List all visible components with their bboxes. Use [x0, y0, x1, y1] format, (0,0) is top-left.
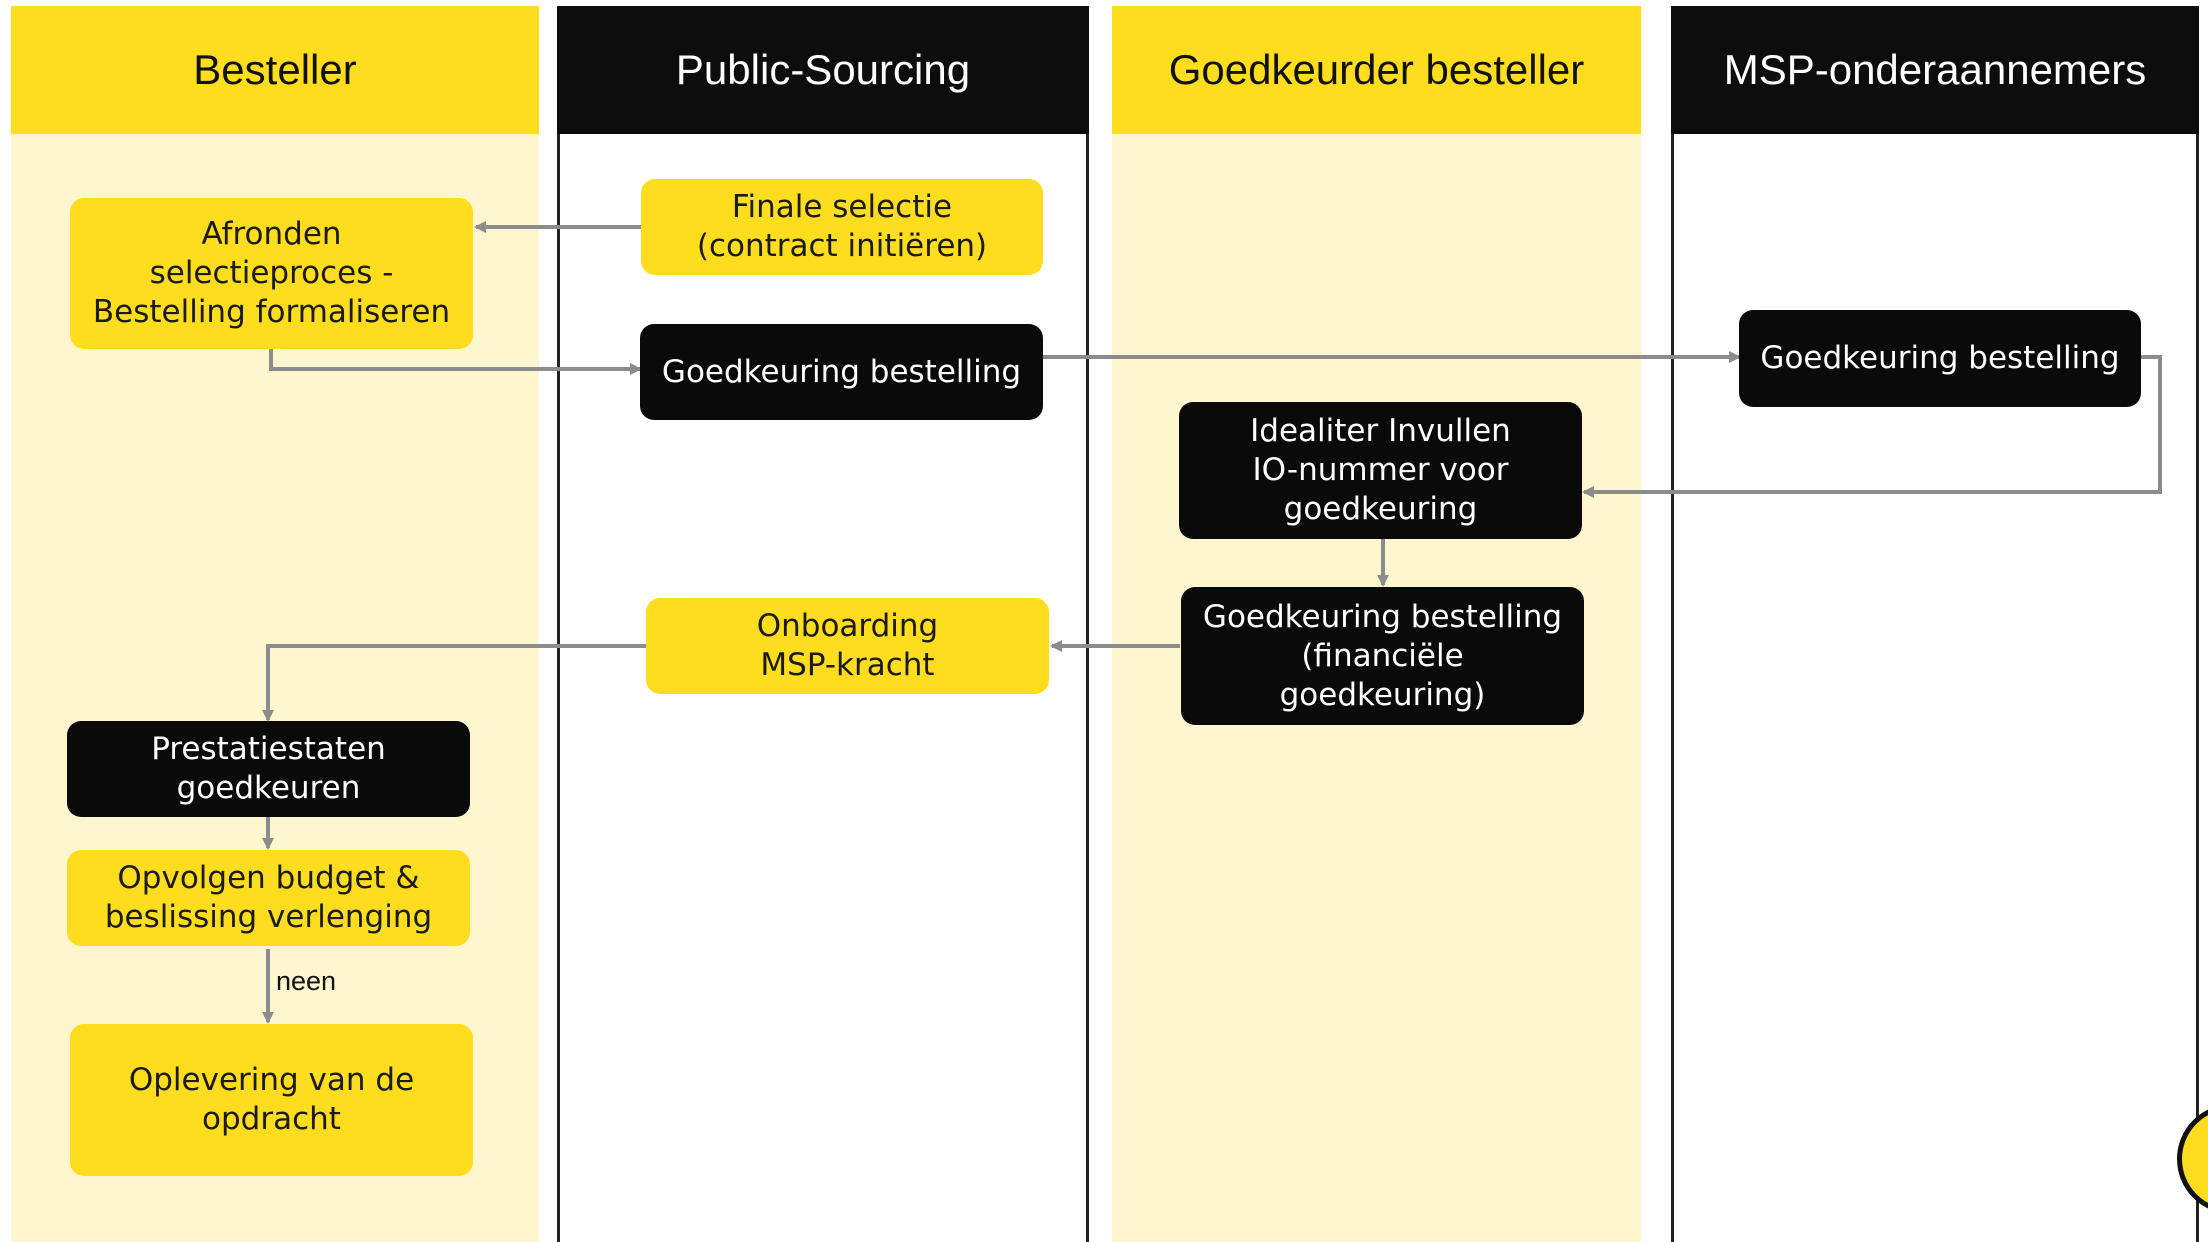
node-opvolgen-budget: Opvolgen budget & beslissing verlenging [67, 850, 470, 946]
lane-header-besteller: Besteller [11, 6, 539, 134]
node-financiele-goedkeuring: Goedkeuring bestelling (financiële goedk… [1181, 587, 1584, 725]
node-io-nummer: Idealiter Invullen IO-nummer voor goedke… [1179, 402, 1582, 539]
lane-msp-onderaannemers: MSP-onderaannemers [1671, 6, 2199, 1242]
node-prestatiestaten: Prestatiestaten goedkeuren [67, 721, 470, 817]
node-goedkeuring-bestelling-msp: Goedkeuring bestelling [1739, 310, 2141, 407]
edge-label-neen: neen [276, 966, 337, 996]
lane-header-public-sourcing: Public-Sourcing [557, 6, 1089, 134]
node-finale-selectie: Finale selectie (contract initiëren) [641, 179, 1043, 275]
node-oplevering: Oplevering van de opdracht [70, 1024, 473, 1176]
node-afronden-selectieproces: Afronden selectieproces - Bestelling for… [70, 198, 473, 349]
node-onboarding-msp-kracht: Onboarding MSP-kracht [646, 598, 1049, 694]
lane-header-goedkeurder: Goedkeurder besteller [1112, 6, 1641, 134]
node-goedkeuring-bestelling-ps: Goedkeuring bestelling [640, 324, 1043, 420]
lane-header-msp: MSP-onderaannemers [1671, 6, 2199, 134]
